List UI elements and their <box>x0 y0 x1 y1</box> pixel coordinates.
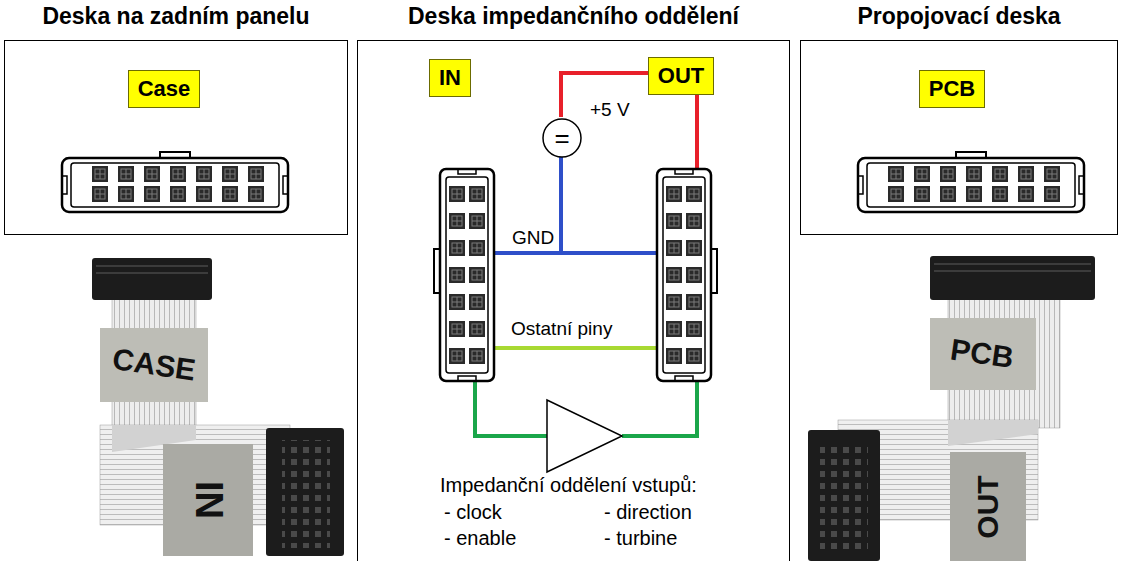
connector-frame <box>71 163 279 207</box>
cable-photo <box>808 256 1095 561</box>
connector-name: PCB <box>929 76 975 102</box>
wire-label: Ostatní piny <box>511 318 612 340</box>
connector-name: Case <box>138 76 191 102</box>
voltage-source: = <box>542 118 582 158</box>
marking-tape <box>950 452 1026 561</box>
signal-name: - direction <box>604 501 692 524</box>
dc-source-sign: = <box>554 125 569 151</box>
connector-pins <box>84 164 266 204</box>
connector-ridge <box>96 266 208 273</box>
connector-symbol <box>434 169 494 381</box>
connector-name: IN <box>439 65 461 91</box>
cable-connector <box>808 430 880 561</box>
board-heading: Deska impedančního oddělení <box>328 3 819 31</box>
connector-pins <box>880 164 1062 204</box>
connector-tag: IN <box>429 59 471 97</box>
source-circle <box>543 119 581 157</box>
connector-tag: PCB <box>919 70 985 108</box>
connector-ridge <box>934 264 1091 271</box>
connector-tag: OUT <box>648 57 714 95</box>
signal-name: - enable <box>444 527 516 550</box>
board-heading: Deska na zadním panelu <box>0 3 377 31</box>
note-heading: Impedanční oddělení vstupů: <box>440 474 697 497</box>
connector-housing <box>657 169 711 381</box>
connector-tag: Case <box>128 70 201 108</box>
marking-tape <box>163 444 253 556</box>
cable-connector <box>92 258 212 300</box>
signal-name: - clock <box>444 501 502 524</box>
board-heading: Propojovací deska <box>771 3 1123 31</box>
connector-housing <box>62 158 288 212</box>
connector-housing <box>858 158 1084 212</box>
connector-symbol <box>657 169 717 381</box>
connector-pins <box>664 181 704 370</box>
cable-connector <box>930 256 1095 300</box>
marking-tape <box>100 328 208 402</box>
ground-label: GND <box>512 227 554 249</box>
ribbon-cable <box>948 298 1060 428</box>
board-panel: Deska na zadním paneluCase <box>4 40 348 235</box>
connector-pins <box>447 181 487 370</box>
cable-fold <box>948 420 1038 446</box>
connector-frame <box>446 177 488 373</box>
buffer-symbol <box>547 400 622 472</box>
connector-name: OUT <box>658 63 704 89</box>
cable-marking: PCB <box>948 333 1016 376</box>
cable-marking: CASE <box>110 342 197 388</box>
cable-connector <box>266 428 344 556</box>
cable-marking: OUT <box>971 475 1006 538</box>
connector-symbol <box>62 152 288 212</box>
board-panel: Propojovací deskaPCB <box>800 40 1118 235</box>
connector-housing <box>440 169 494 381</box>
connector-holes <box>820 442 868 554</box>
connector-frame <box>663 177 705 373</box>
ground-wire <box>494 157 657 253</box>
voltage-label: +5 V <box>590 99 630 121</box>
connector-symbol <box>858 152 1084 212</box>
connector-holes <box>282 440 330 548</box>
cable-photo <box>92 258 344 556</box>
marking-tape <box>930 318 1036 390</box>
pass-through-wire <box>494 346 657 350</box>
signal-name: - turbine <box>604 527 677 550</box>
connector-frame <box>867 163 1075 207</box>
cable-marking: IN <box>186 481 230 519</box>
